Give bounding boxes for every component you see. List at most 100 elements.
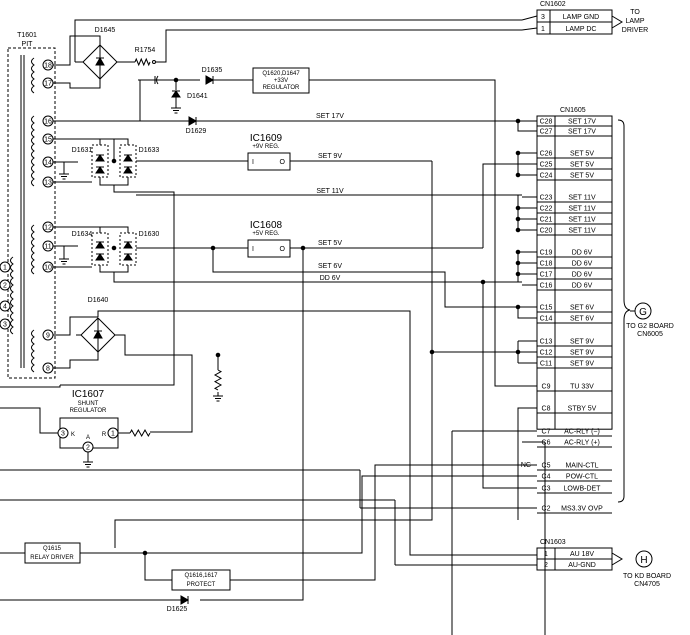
cn1605-label: SET 5V	[570, 173, 594, 180]
transformer-pin-number: 9	[46, 333, 50, 340]
junction-dot	[515, 249, 521, 255]
ic1608-box	[247, 239, 291, 258]
d1634-label: D1634	[72, 231, 93, 238]
ic1607-a: A	[86, 435, 90, 441]
wire	[270, 248, 304, 601]
ic1607-desc: REGULATOR	[70, 408, 107, 414]
wire	[144, 553, 172, 581]
ground-symbol	[59, 170, 69, 180]
transformer-pin-number: 1	[3, 265, 7, 272]
q1616-ref: Q1616,1617	[184, 573, 218, 579]
secondary-coil-12-10	[31, 224, 35, 275]
cn1603-label: AU 18V	[570, 551, 594, 558]
wire	[156, 29, 522, 63]
cn1603-dest: CN4705	[634, 581, 660, 588]
transformer-pin	[42, 329, 54, 341]
cn1605-pin: C2	[542, 506, 551, 513]
junction-dot	[515, 205, 521, 211]
cn1605-label: POW-CTL	[566, 474, 598, 481]
ic1608-ref: IC1608	[250, 220, 283, 231]
ic1609-in: I	[252, 159, 254, 166]
dd6-label: DD 6V	[320, 275, 341, 282]
cn1605-pin: C27	[540, 129, 553, 136]
cn1605-pin: C3	[542, 486, 551, 493]
wire	[53, 79, 101, 89]
d1640-label: D1640	[88, 297, 109, 304]
ic1609-out: O	[280, 159, 286, 166]
cn1605-pin: C12	[540, 350, 553, 357]
transformer-name: PIT	[22, 41, 34, 48]
set5-label: SET 5V	[318, 240, 342, 247]
transformer-pin-number: 8	[46, 366, 50, 373]
transformer-pin-number: 18	[44, 63, 52, 70]
d1641-label: D1641	[187, 93, 208, 100]
cn1605-label: SET 6V	[570, 305, 594, 312]
cn1605-pin: C13	[540, 339, 553, 346]
transformer-pin-number: 13	[44, 180, 52, 187]
cn1605-label: SET 9V	[570, 339, 594, 346]
junction-dot	[515, 118, 521, 124]
wire	[517, 307, 522, 319]
ground-symbol	[59, 255, 69, 265]
d1631-frame	[91, 144, 109, 178]
cn1603-ref: CN1603	[540, 539, 566, 546]
transformer-pin	[42, 115, 54, 127]
ic1607-pin-number: 2	[86, 445, 90, 452]
cn1605-pin: C24	[540, 173, 553, 180]
d1635-diode	[205, 75, 215, 85]
wire	[53, 138, 101, 145]
ic1607-k: K	[71, 432, 75, 438]
junction-dot	[515, 216, 521, 222]
shunt-resistor	[213, 369, 223, 391]
junction-dot	[173, 77, 179, 83]
cn1605-label: SET 11V	[568, 206, 596, 213]
cn1605-pin: C25	[540, 162, 553, 169]
cn1605-body	[536, 115, 613, 430]
cn1605-pin: C28	[540, 119, 553, 126]
transformer-pin	[42, 59, 54, 71]
reg33-label: REGULATOR	[263, 85, 300, 91]
cn1602-arrow	[611, 15, 623, 29]
cn1605-pin: C20	[540, 228, 553, 235]
wire	[53, 352, 99, 369]
d1631-label: D1631	[72, 147, 93, 154]
transformer-pin	[42, 362, 54, 374]
wire	[517, 121, 522, 132]
wire	[521, 15, 538, 21]
d1631-diode	[95, 154, 105, 162]
cn1603-dest: TO KD BOARD	[623, 573, 671, 580]
cn1605-label: SET 17V	[568, 129, 596, 136]
d1631-diode	[95, 166, 105, 174]
junction-dot	[142, 550, 148, 556]
cn1605-label: STBY 5V	[568, 406, 597, 413]
junction-dot	[515, 349, 521, 355]
cn1605-label: SET 11V	[568, 195, 596, 202]
d1634-frame	[91, 232, 109, 266]
r1754-lead	[152, 60, 156, 64]
cn1602-dest: TO	[630, 9, 640, 16]
cn1605-pin: C22	[540, 206, 553, 213]
cn1602-dest: DRIVER	[622, 27, 648, 34]
cn1605-label: DD 6V	[572, 283, 593, 290]
d1629-diode	[188, 116, 198, 126]
cn1605-pin: C18	[540, 261, 553, 268]
wire	[99, 265, 129, 273]
d1645-label: D1645	[95, 27, 116, 34]
d1625-label: D1625	[167, 606, 188, 613]
wire	[115, 334, 193, 433]
transformer-pin-number: 10	[44, 265, 52, 272]
junction-dot	[515, 271, 521, 277]
cn1602-pin: 1	[541, 26, 545, 33]
d1640-bridge	[80, 317, 116, 353]
cn1605-label: SET 5V	[570, 151, 594, 158]
wire	[482, 282, 522, 489]
d1630-diode	[123, 253, 133, 261]
d1635-label: D1635	[202, 67, 223, 74]
ic1609-ref: IC1609	[250, 133, 283, 144]
parts	[0, 9, 653, 605]
cn1602-ref: CN1602	[540, 1, 566, 8]
junction-dot	[111, 245, 117, 251]
wire	[97, 310, 411, 520]
cn1605-pin: C11	[540, 361, 552, 368]
